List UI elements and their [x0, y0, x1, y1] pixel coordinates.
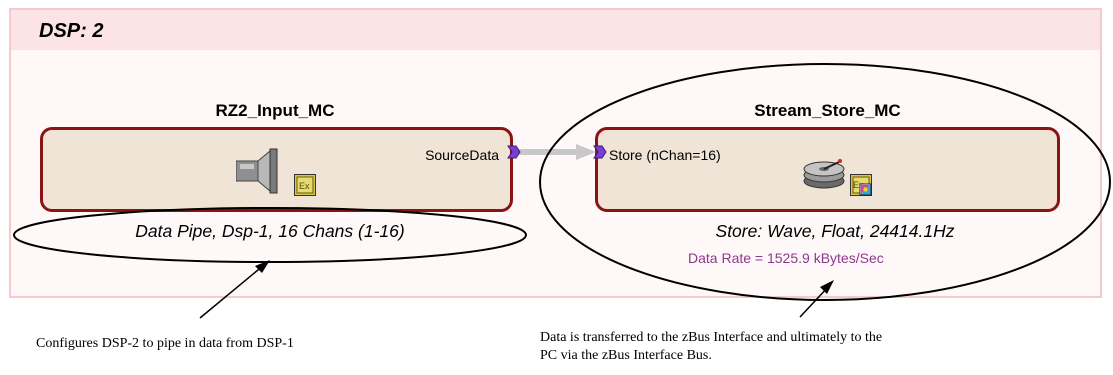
- input-connector-icon: [235, 147, 316, 202]
- svg-text:Ex: Ex: [853, 180, 864, 190]
- input-block-description: Data Pipe, Dsp-1, 16 Chans (1-16): [135, 221, 405, 241]
- connection-line[interactable]: [515, 144, 596, 160]
- ex-badge-icon: Ex: [850, 174, 872, 201]
- disk-store-icon: [801, 157, 847, 196]
- store-block[interactable]: Store (nChan=16) Ex: [595, 127, 1060, 212]
- source-data-port-label: SourceData: [425, 147, 499, 163]
- store-input-port[interactable]: [593, 145, 607, 159]
- store-port-label: Store (nChan=16): [609, 147, 721, 163]
- left-annotation-arrow: [199, 260, 270, 319]
- input-description-ellipse: [13, 207, 527, 263]
- dsp-title: DSP: 2: [39, 20, 104, 42]
- right-note-line1: Data is transferred to the zBus Interfac…: [540, 330, 883, 345]
- right-annotation-arrow: [799, 280, 834, 318]
- input-block-title: RZ2_Input_MC: [215, 101, 335, 120]
- ex-badge-icon: Ex: [294, 174, 316, 201]
- store-block-description: Store: Wave, Float, 24414.1Hz: [715, 221, 955, 241]
- data-rate-label: Data Rate = 1525.9 kBytes/Sec: [688, 250, 884, 266]
- svg-text:Ex: Ex: [299, 181, 310, 191]
- store-block-ellipse: [539, 63, 1111, 301]
- store-block-title: Stream_Store_MC: [754, 101, 901, 120]
- source-data-port[interactable]: [507, 145, 521, 159]
- input-block[interactable]: SourceData Ex: [40, 127, 513, 212]
- right-note-line2: PC via the zBus Interface Bus.: [540, 348, 712, 363]
- dsp-header: DSP: 2: [11, 10, 1100, 50]
- left-note: Configures DSP-2 to pipe in data from DS…: [36, 336, 294, 351]
